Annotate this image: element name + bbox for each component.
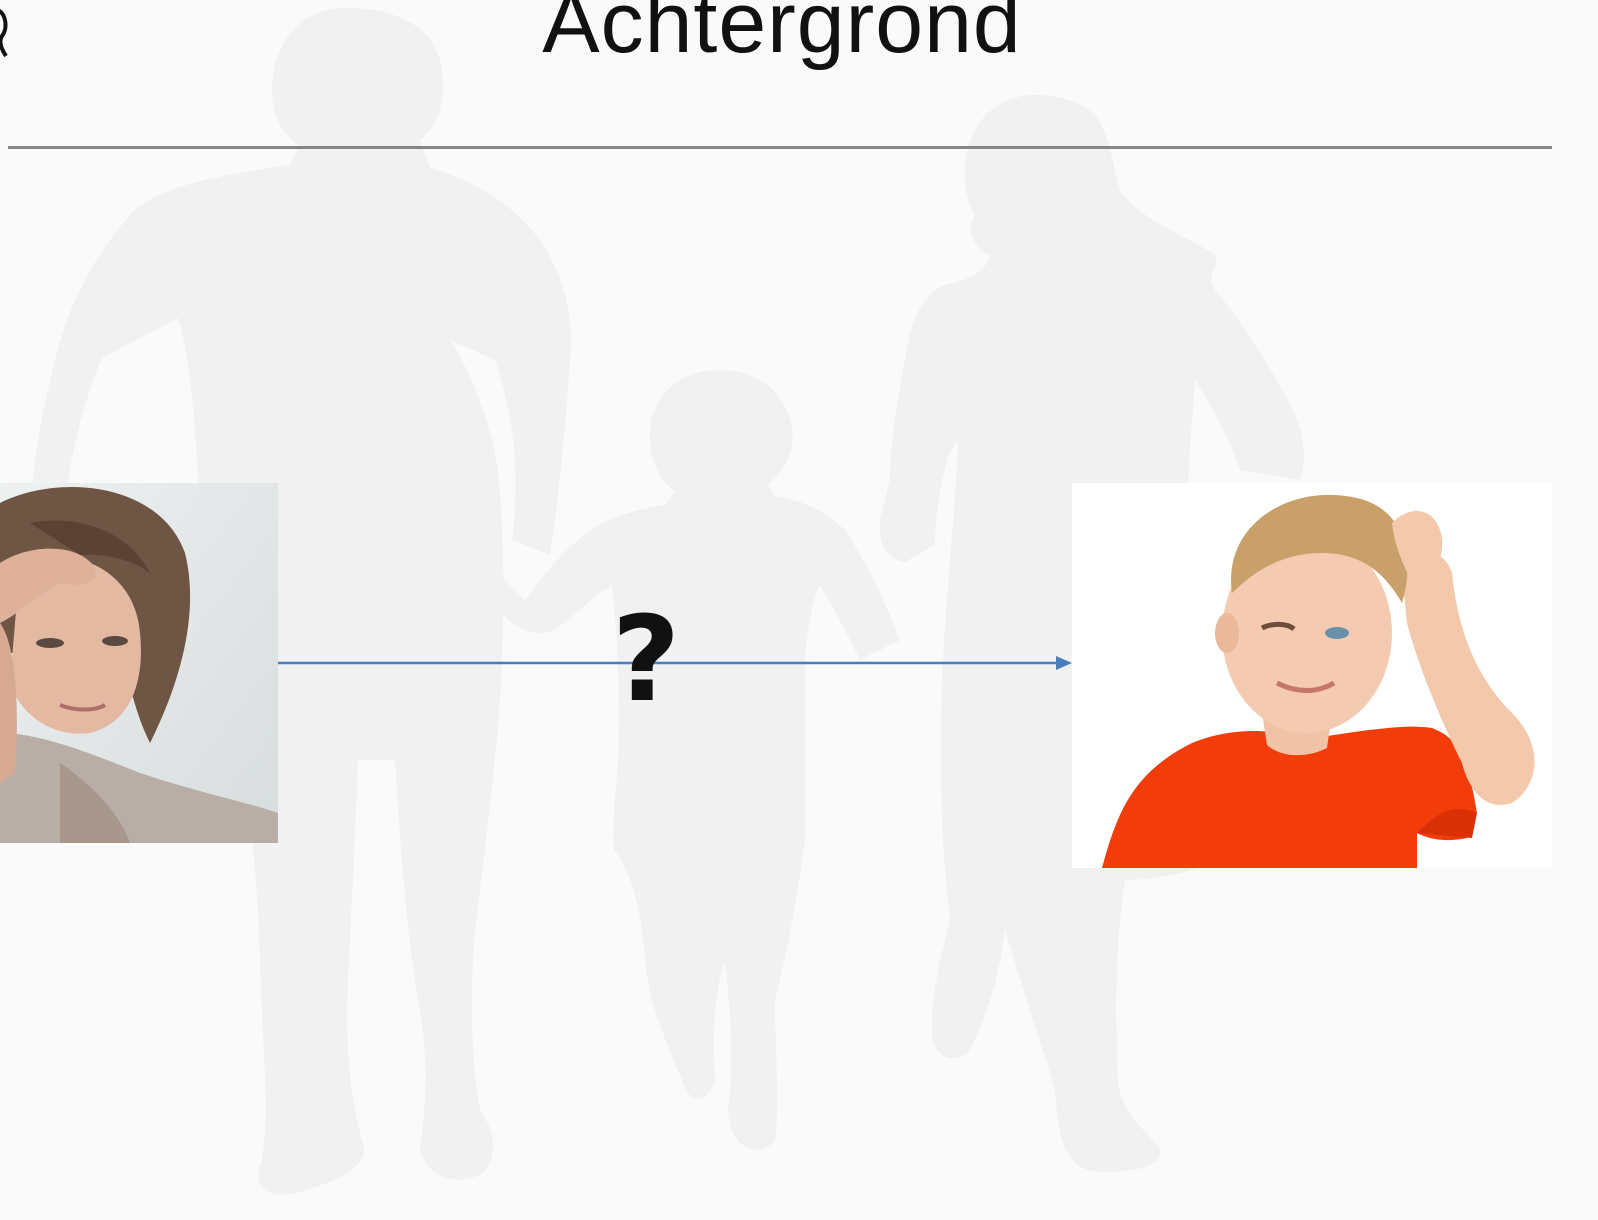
title-divider <box>8 146 1552 149</box>
confused-boy-photo <box>1072 483 1552 868</box>
question-mark: ? <box>611 590 681 728</box>
slide-title: Achtergrond <box>542 0 1022 71</box>
slide-edge-mark <box>0 8 8 58</box>
worried-woman-photo <box>0 483 278 843</box>
